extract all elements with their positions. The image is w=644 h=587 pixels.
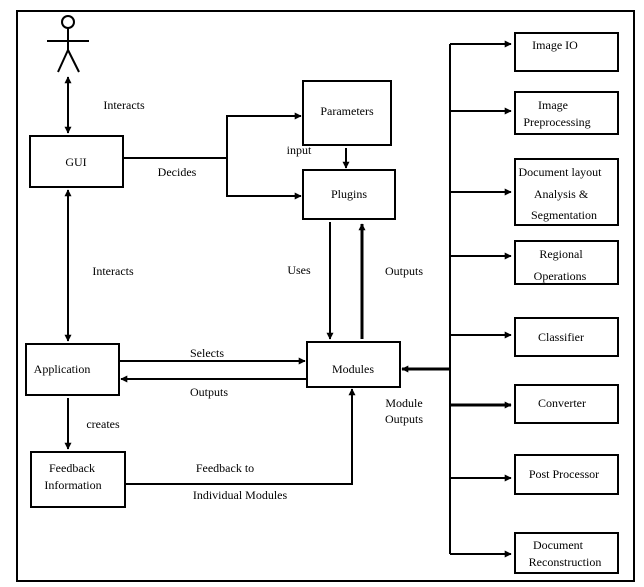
application-label: Application <box>34 362 91 376</box>
regional-operations-label-line-1: Regional <box>539 247 583 261</box>
feedback-box <box>30 451 126 508</box>
interacts-app-label: Interacts <box>92 264 134 278</box>
document-layout-label-line-3: Segmentation <box>531 208 597 222</box>
regional-operations-label-line-2: Operations <box>534 269 587 283</box>
plugins-box <box>302 169 396 220</box>
gui-label: GUI <box>65 155 86 169</box>
plugins-label: Plugins <box>331 187 367 201</box>
regional-operations-box <box>514 240 619 285</box>
feedback-label-line-2: Information <box>44 478 101 492</box>
converter-label: Converter <box>538 396 586 410</box>
uses-label: Uses <box>287 263 311 277</box>
outer-frame <box>16 10 635 582</box>
selects-label: Selects <box>190 346 224 360</box>
image-preprocessing-label-line-1: Image <box>538 98 568 112</box>
module-outputs-label-line-1: Module <box>385 396 422 410</box>
classifier-box <box>514 317 619 357</box>
parameters-label: Parameters <box>320 104 374 118</box>
image-io-label: Image IO <box>532 38 578 52</box>
parameters-box <box>302 80 392 146</box>
interacts-user-label: Interacts <box>103 98 145 112</box>
classifier-label: Classifier <box>538 330 584 344</box>
edge-feedback-modules <box>126 388 356 485</box>
input-label: input <box>287 143 312 157</box>
edge-decides-plugins <box>226 158 302 200</box>
gui-box <box>29 135 124 188</box>
outputs-app-label: Outputs <box>190 385 228 399</box>
application-box <box>25 343 120 396</box>
edge-decides-parameters <box>226 112 302 158</box>
post-processor-label: Post Processor <box>529 467 599 481</box>
modules-box <box>306 341 401 388</box>
image-preprocessing-label-line-2: Preprocessing <box>523 115 590 129</box>
converter-box <box>514 384 619 424</box>
document-reconstruction-label-line-1: Document <box>533 538 584 552</box>
decides-label: Decides <box>158 165 197 179</box>
post-processor-box <box>514 454 619 495</box>
document-reconstruction-label-line-2: Reconstruction <box>529 555 602 569</box>
document-layout-label-line-2: Analysis & <box>534 187 589 201</box>
feedback-to-label-line-1: Feedback to <box>196 461 254 475</box>
image-io-box <box>514 32 619 72</box>
modules-label: Modules <box>332 362 374 376</box>
outputs-plugins-label: Outputs <box>385 264 423 278</box>
feedback-label-line-1: Feedback <box>49 461 95 475</box>
image-preprocessing-box <box>514 91 619 135</box>
module-outputs-label-line-2: Outputs <box>385 412 423 426</box>
document-layout-label-line-1: Document layout <box>519 165 603 179</box>
creates-label: creates <box>86 417 120 431</box>
document-layout-box <box>514 158 619 226</box>
feedback-to-label-line-2: Individual Modules <box>193 488 288 502</box>
stick-figure-user-icon <box>47 15 89 73</box>
document-reconstruction-box <box>514 532 619 574</box>
